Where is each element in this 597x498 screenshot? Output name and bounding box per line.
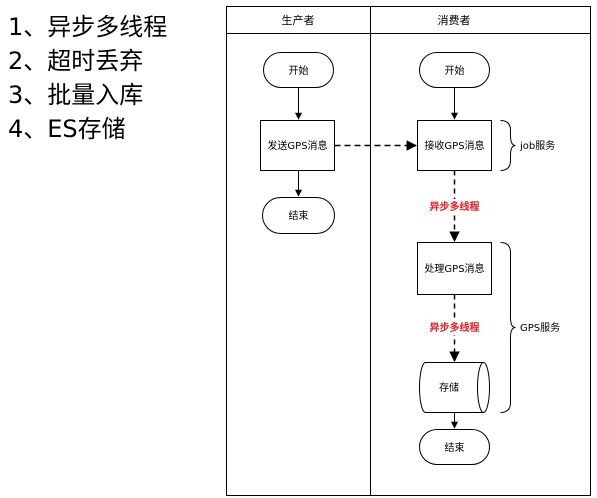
async-label-2: 异步多线程 xyxy=(430,321,480,334)
note-item: 3、批量入库 xyxy=(8,81,144,109)
consumer-receive-label: 接收GPS消息 xyxy=(424,139,484,152)
notes-list: 1、异步多线程 2、超时丢弃 3、批量入库 4、ES存储 xyxy=(8,10,167,146)
async-label-bg-1 xyxy=(424,199,484,214)
consumer-store-label: 存储 xyxy=(439,381,459,394)
note-item: 2、超时丢弃 xyxy=(8,47,144,75)
producer-end-label: 结束 xyxy=(289,209,309,222)
producer-send-label: 发送GPS消息 xyxy=(267,139,327,152)
consumer-process-label: 处理GPS消息 xyxy=(424,262,484,275)
producer-start-label: 开始 xyxy=(289,64,309,77)
async-label-1: 异步多线程 xyxy=(430,200,480,213)
note-item: 1、异步多线程 xyxy=(8,13,168,41)
consumer-process-node xyxy=(417,242,492,295)
producer-end-node xyxy=(262,197,335,234)
swimlane-frame xyxy=(226,6,591,496)
consumer-start-label: 开始 xyxy=(445,64,465,77)
gps-group-bracket xyxy=(500,242,516,413)
gps-group-label: GPS服务 xyxy=(520,321,560,334)
note-item: 4、ES存储 xyxy=(8,115,126,143)
consumer-end-label: 结束 xyxy=(445,441,465,454)
lane-title-producer: 生产者 xyxy=(282,13,315,27)
consumer-store-node xyxy=(419,362,490,413)
lane-title-consumer: 消费者 xyxy=(438,13,471,27)
async-label-bg-2 xyxy=(424,320,484,335)
job-group-label: job服务 xyxy=(519,139,555,152)
job-group-bracket xyxy=(500,120,516,171)
consumer-end-node xyxy=(419,429,490,465)
